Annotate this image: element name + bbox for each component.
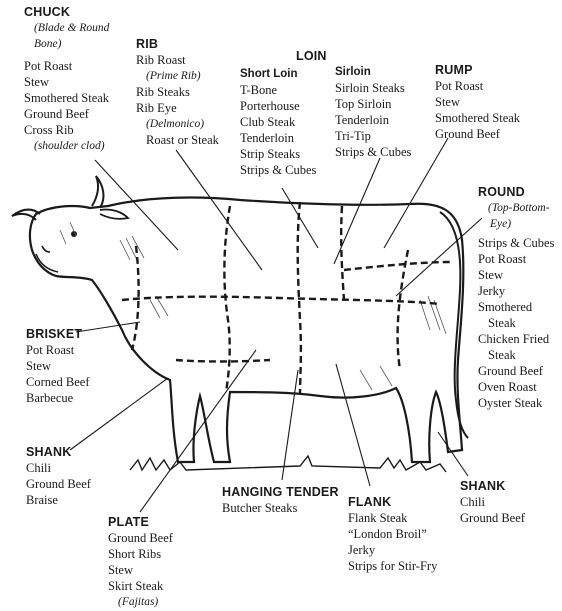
plate-item: Stew xyxy=(108,562,173,578)
flank-item: Strips for Stir-Fry xyxy=(348,558,437,574)
shank-front-item: Braise xyxy=(26,492,91,508)
plate-item: Ground Beef xyxy=(108,530,173,546)
chuck-note: (Blade & Round xyxy=(24,20,109,36)
plate-label-group: PLATE Ground Beef Short Ribs Stew Skirt … xyxy=(108,514,173,610)
round-item: Oyster Steak xyxy=(478,395,554,411)
round-item: Chicken Fried xyxy=(478,331,554,347)
cut-section-lines xyxy=(122,202,452,394)
cow-tail xyxy=(440,212,468,438)
round-item: Strips & Cubes xyxy=(478,235,554,251)
round-item: Smothered xyxy=(478,299,554,315)
round-note: Eye) xyxy=(478,216,554,232)
round-note: (Top-Bottom- xyxy=(478,200,554,216)
rib-note: (Prime Rib) xyxy=(136,68,219,84)
rib-item: Rib Eye xyxy=(136,100,219,116)
rump-title: RUMP xyxy=(435,62,520,78)
rib-item: Rib Steaks xyxy=(136,84,219,100)
chuck-item: Pot Roast xyxy=(24,58,109,74)
hanging-tender-title: HANGING TENDER xyxy=(222,484,339,500)
sirloin-item: Sirloin Steaks xyxy=(335,80,411,96)
cow-horn-right xyxy=(92,176,103,208)
plate-title: PLATE xyxy=(108,514,173,530)
shank-front-item: Chili xyxy=(26,460,91,476)
short-loin-item: Strips & Cubes xyxy=(240,162,316,178)
chuck-note: Bone) xyxy=(24,36,109,52)
rump-item: Stew xyxy=(435,94,520,110)
hanging-tender-label-group: HANGING TENDER Butcher Steaks xyxy=(222,484,339,516)
flank-item: Flank Steak xyxy=(348,510,437,526)
sirloin-label-group: Sirloin Sirloin Steaks Top Sirloin Tende… xyxy=(335,64,411,160)
shank-rear-item: Chili xyxy=(460,494,525,510)
chuck-label-group: CHUCK (Blade & Round Bone) Pot Roast Ste… xyxy=(24,4,109,154)
chuck-item: Cross Rib xyxy=(24,122,109,138)
rump-item: Smothered Steak xyxy=(435,110,520,126)
rib-label-group: RIB Rib Roast (Prime Rib) Rib Steaks Rib… xyxy=(136,36,219,148)
round-item: Ground Beef xyxy=(478,363,554,379)
flank-label-group: FLANK Flank Steak “London Broil” Jerky S… xyxy=(348,494,437,574)
chuck-title: CHUCK xyxy=(24,4,109,20)
round-item: Steak xyxy=(478,347,554,363)
brisket-item: Stew xyxy=(26,358,90,374)
round-item: Oven Roast xyxy=(478,379,554,395)
shank-front-item: Ground Beef xyxy=(26,476,91,492)
rib-title: RIB xyxy=(136,36,219,52)
shank-rear-label-group: SHANK Chili Ground Beef xyxy=(460,478,525,526)
brisket-item: Barbecue xyxy=(26,390,90,406)
rump-label-group: RUMP Pot Roast Stew Smothered Steak Grou… xyxy=(435,62,520,142)
cow-ear xyxy=(100,209,128,218)
short-loin-item: Tenderloin xyxy=(240,130,316,146)
hanging-tender-item: Butcher Steaks xyxy=(222,500,339,516)
chuck-item: Ground Beef xyxy=(24,106,109,122)
round-title: ROUND xyxy=(478,184,554,200)
sirloin-item: Top Sirloin xyxy=(335,96,411,112)
plate-note: (Fajitas) xyxy=(108,594,173,610)
sirloin-item: Strips & Cubes xyxy=(335,144,411,160)
cow-shading xyxy=(60,222,446,390)
round-item: Pot Roast xyxy=(478,251,554,267)
sirloin-item: Tri-Tip xyxy=(335,128,411,144)
brisket-title: BRISKET xyxy=(26,326,90,342)
short-loin-item: T-Bone xyxy=(240,82,316,98)
short-loin-item: Club Steak xyxy=(240,114,316,130)
shank-rear-title: SHANK xyxy=(460,478,525,494)
round-item: Jerky xyxy=(478,283,554,299)
chuck-item: Smothered Steak xyxy=(24,90,109,106)
rib-item: Rib Roast xyxy=(136,52,219,68)
chuck-note: (shoulder clod) xyxy=(24,138,109,154)
shank-front-label-group: SHANK Chili Ground Beef Braise xyxy=(26,444,91,508)
loin-title: LOIN xyxy=(296,48,327,64)
flank-item: “London Broil” xyxy=(348,526,437,542)
short-loin-item: Strip Steaks xyxy=(240,146,316,162)
rump-item: Pot Roast xyxy=(435,78,520,94)
brisket-item: Corned Beef xyxy=(26,374,90,390)
short-loin-item: Porterhouse xyxy=(240,98,316,114)
chuck-item: Stew xyxy=(24,74,109,90)
plate-item: Skirt Steak xyxy=(108,578,173,594)
leader-lines xyxy=(70,138,482,512)
short-loin-title: Short Loin xyxy=(240,66,316,82)
plate-item: Short Ribs xyxy=(108,546,173,562)
round-item: Stew xyxy=(478,267,554,283)
rib-note: (Delmonico) xyxy=(136,116,219,132)
brisket-item: Pot Roast xyxy=(26,342,90,358)
short-loin-label-group: Short Loin T-Bone Porterhouse Club Steak… xyxy=(240,66,316,178)
round-label-group: ROUND (Top-Bottom- Eye) Strips & Cubes P… xyxy=(478,184,554,411)
brisket-label-group: BRISKET Pot Roast Stew Corned Beef Barbe… xyxy=(26,326,90,406)
shank-rear-item: Ground Beef xyxy=(460,510,525,526)
round-item: Steak xyxy=(478,315,554,331)
flank-item: Jerky xyxy=(348,542,437,558)
cow-muzzle xyxy=(36,246,58,272)
sirloin-title: Sirloin xyxy=(335,64,411,80)
flank-title: FLANK xyxy=(348,494,437,510)
rib-item: Roast or Steak xyxy=(136,132,219,148)
sirloin-item: Tenderloin xyxy=(335,112,411,128)
shank-front-title: SHANK xyxy=(26,444,91,460)
rump-item: Ground Beef xyxy=(435,126,520,142)
